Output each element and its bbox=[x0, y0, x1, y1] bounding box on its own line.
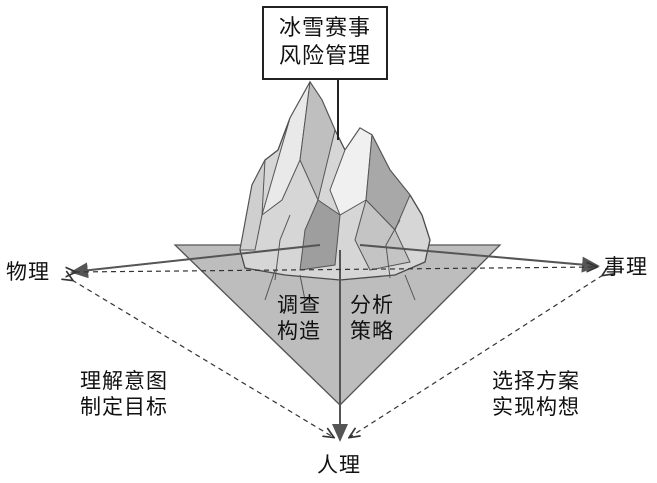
center-label-left: 调查 构造 bbox=[277, 292, 321, 344]
center-label-right-line-1: 分析 bbox=[350, 293, 394, 317]
side-note-left: 理解意图 制定目标 bbox=[80, 368, 168, 420]
side-note-right: 选择方案 实现构想 bbox=[492, 368, 580, 420]
axis-label-left: 物理 bbox=[6, 260, 50, 284]
title-line-2: 风险管理 bbox=[278, 44, 371, 69]
side-note-right-line-2: 实现构想 bbox=[492, 395, 580, 419]
dashed-left-connector bbox=[72, 280, 333, 437]
title-box: 冰雪赛事 风险管理 bbox=[262, 6, 388, 80]
center-label-left-line-2: 构造 bbox=[277, 319, 321, 343]
side-note-left-line-1: 理解意图 bbox=[80, 369, 168, 393]
side-note-right-line-1: 选择方案 bbox=[492, 369, 580, 393]
title-line-1: 冰雪赛事 bbox=[278, 16, 371, 41]
iceberg-mountain bbox=[239, 80, 431, 301]
center-label-right-line-2: 策略 bbox=[350, 319, 394, 343]
side-note-left-line-2: 制定目标 bbox=[80, 395, 168, 419]
center-label-left-line-1: 调查 bbox=[277, 293, 321, 317]
center-label-right: 分析 策略 bbox=[350, 292, 394, 344]
axis-label-right: 事理 bbox=[604, 255, 648, 279]
axis-label-bottom: 人理 bbox=[317, 453, 361, 477]
